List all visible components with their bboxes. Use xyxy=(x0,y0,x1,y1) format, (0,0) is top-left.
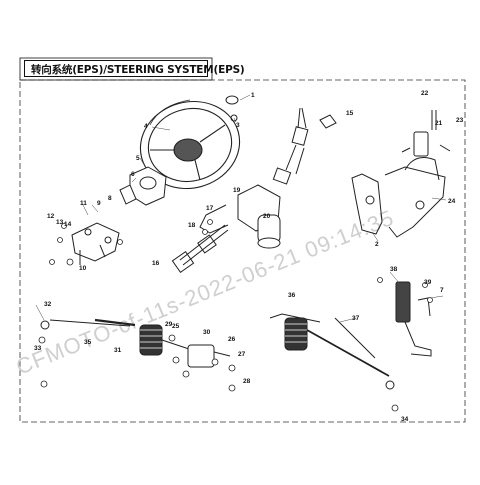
intermediate-shaft xyxy=(272,107,337,185)
pedal-assembly xyxy=(395,281,432,357)
mounting-frame xyxy=(351,157,446,238)
steering-gear-left xyxy=(40,318,231,368)
callout-10: 10 xyxy=(79,265,87,272)
lower-shaft xyxy=(171,224,229,274)
callout-30: 30 xyxy=(203,329,211,336)
callout-7: 7 xyxy=(440,287,444,294)
callout-11: 11 xyxy=(80,200,87,207)
callout-28: 28 xyxy=(243,378,251,385)
callout-19: 19 xyxy=(233,187,241,194)
callout-6: 6 xyxy=(131,171,135,178)
fasteners xyxy=(38,219,433,412)
callout-13: 13 xyxy=(56,219,64,226)
callout-32: 32 xyxy=(44,301,52,308)
callout-22: 22 xyxy=(421,90,429,97)
leader-lines xyxy=(35,94,447,323)
callout-39: 39 xyxy=(424,279,432,286)
callout-9: 9 xyxy=(97,200,101,207)
callout-34: 34 xyxy=(401,416,409,423)
callout-29: 29 xyxy=(165,321,173,328)
horn-cap xyxy=(225,95,239,122)
right-bracket-set xyxy=(401,110,451,157)
callout-16: 16 xyxy=(152,260,160,267)
diagram-frame xyxy=(19,79,466,423)
steering-wheel xyxy=(139,99,241,190)
title-frame xyxy=(19,57,213,81)
callout-14: 14 xyxy=(64,221,72,228)
callout-20: 20 xyxy=(263,213,271,220)
callout-5: 5 xyxy=(136,155,140,162)
callout-4: 4 xyxy=(144,123,148,130)
callout-27: 27 xyxy=(238,351,246,358)
steering-bracket xyxy=(71,222,120,265)
callout-2: 2 xyxy=(375,241,379,248)
callout-21: 21 xyxy=(435,120,443,127)
callout-33: 33 xyxy=(34,345,42,352)
callout-36: 36 xyxy=(288,292,296,299)
callout-labels: 1 2 3 4 5 6 7 8 9 10 11 12 13 14 15 16 1… xyxy=(34,90,464,423)
callout-15: 15 xyxy=(346,110,354,117)
callout-35: 35 xyxy=(84,339,92,346)
callout-37: 37 xyxy=(352,315,360,322)
callout-1: 1 xyxy=(251,92,255,99)
callout-3: 3 xyxy=(236,122,240,129)
callout-24: 24 xyxy=(448,198,456,205)
steering-hub xyxy=(119,166,167,206)
diagram-title-box: 转向系统(EPS)/STEERING SYSTEM(EPS) xyxy=(24,60,245,77)
eps-motor xyxy=(199,184,281,249)
steering-gear-right xyxy=(269,313,395,390)
callout-23: 23 xyxy=(456,117,464,124)
callout-31: 31 xyxy=(114,347,122,354)
page-title: 转向系统(EPS)/STEERING SYSTEM(EPS) xyxy=(31,64,245,76)
callout-8: 8 xyxy=(108,195,112,202)
callout-38: 38 xyxy=(390,266,398,273)
callout-26: 26 xyxy=(228,336,236,343)
callout-18: 18 xyxy=(188,222,196,229)
callout-17: 17 xyxy=(206,205,214,212)
callout-12: 12 xyxy=(47,213,55,220)
callout-25: 25 xyxy=(172,323,180,330)
